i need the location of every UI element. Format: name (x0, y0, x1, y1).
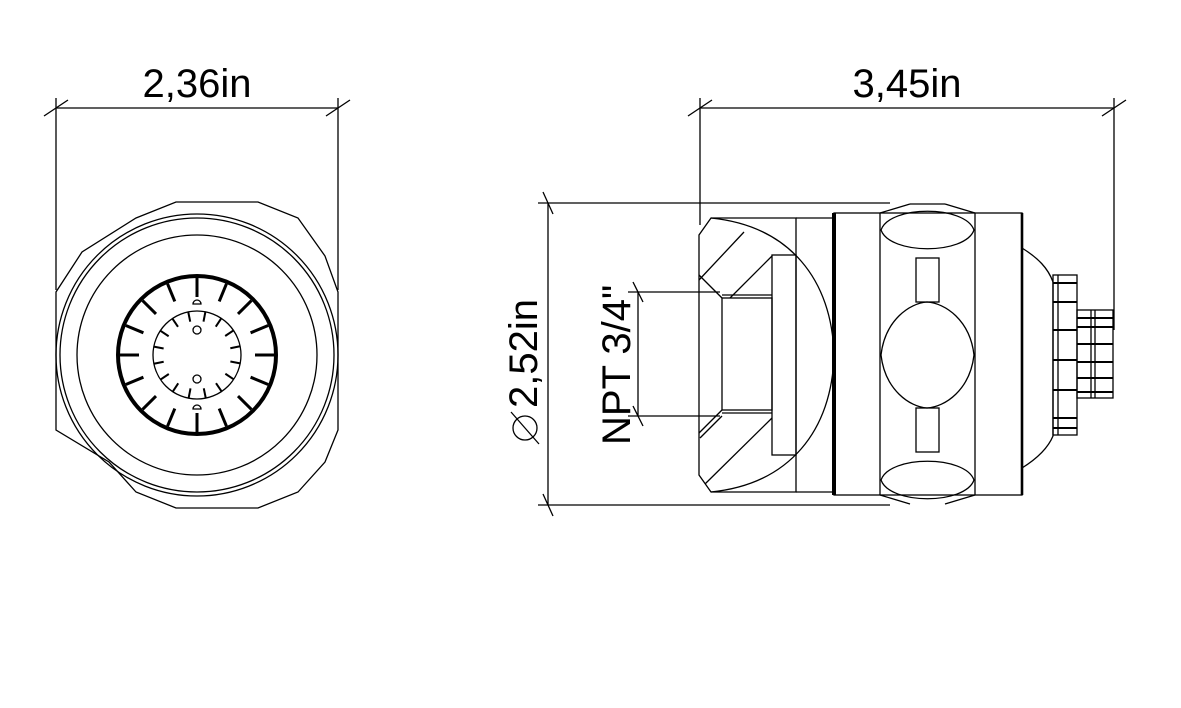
drain-mark-top (192, 299, 202, 305)
hex-nut-outline (55, 201, 339, 509)
side-view: 3,45in 2,52in NPT 3/4" (502, 62, 1127, 517)
outer-ring-inner (59, 217, 335, 493)
hole-top (192, 325, 202, 335)
threaded-fitting (698, 217, 835, 493)
main-body (832, 203, 1024, 505)
width-dimension: 2,36in (43, 62, 351, 290)
grille-ticks (120, 278, 274, 432)
diameter-symbol-icon (512, 415, 538, 441)
front-view: 2,36in (43, 62, 351, 509)
web-top (915, 257, 940, 303)
body-ring (76, 234, 318, 476)
diameter-dimension: 2,52in (502, 191, 890, 517)
thread-dimension-label: NPT 3/4" (595, 285, 639, 445)
hole-bottom (192, 374, 202, 384)
connector (1021, 247, 1114, 469)
inner-ticks (153, 311, 241, 399)
lobe-top (880, 210, 975, 250)
outer-ring (55, 213, 339, 497)
width-dimension-label: 2,36in (143, 62, 252, 106)
diameter-dimension-label: 2,52in (502, 299, 546, 408)
grille-inner-ring (152, 310, 242, 400)
length-dimension-label: 3,45in (853, 62, 962, 106)
lobe-bottom (880, 460, 975, 500)
thread-dimension: NPT 3/4" (595, 281, 720, 445)
length-dimension: 3,45in (687, 62, 1127, 330)
grille-outer-ring (116, 274, 278, 436)
drain-mark-bottom (192, 404, 202, 410)
web-bottom (915, 407, 940, 453)
lobe-middle (880, 301, 975, 409)
